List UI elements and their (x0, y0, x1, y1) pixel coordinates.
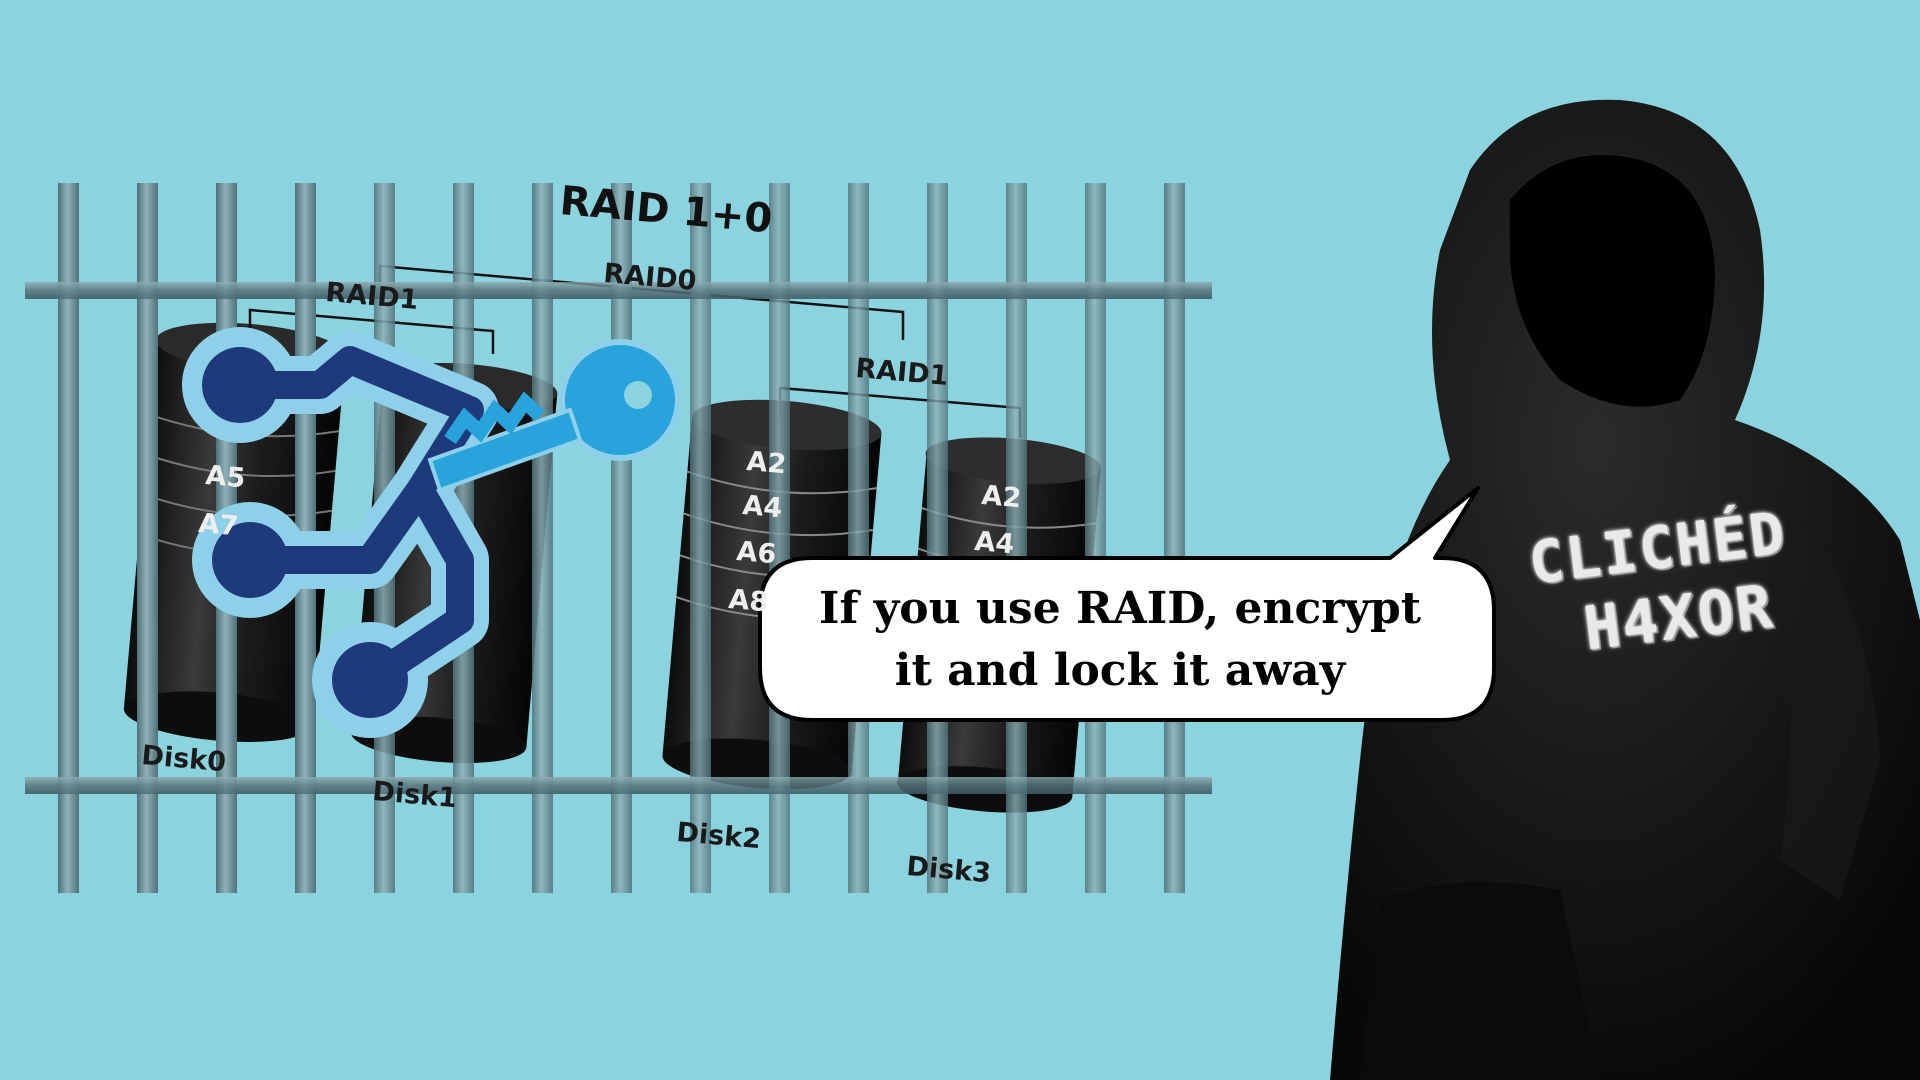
speech-bubble (758, 486, 1496, 722)
speech-bubble-line1: If you use RAID, encrypt (818, 583, 1422, 634)
disk3-block-a4: A4 (973, 526, 1016, 561)
disk2-block-a4: A4 (741, 490, 784, 525)
disk0-block-a7: A7 (197, 508, 240, 543)
disk3-block-a2: A2 (980, 480, 1023, 515)
disk2-block-a2: A2 (745, 446, 788, 481)
speech-bubble-text: If you use RAID, encrypt it and lock it … (760, 578, 1480, 702)
disk0-block-a5: A5 (204, 460, 247, 495)
circuit-icon (182, 327, 499, 738)
disk2-block-a6: A6 (735, 536, 778, 571)
key-icon (427, 339, 681, 493)
hooded-figure (1330, 99, 1920, 1080)
speech-bubble-line2: it and lock it away (894, 645, 1346, 696)
